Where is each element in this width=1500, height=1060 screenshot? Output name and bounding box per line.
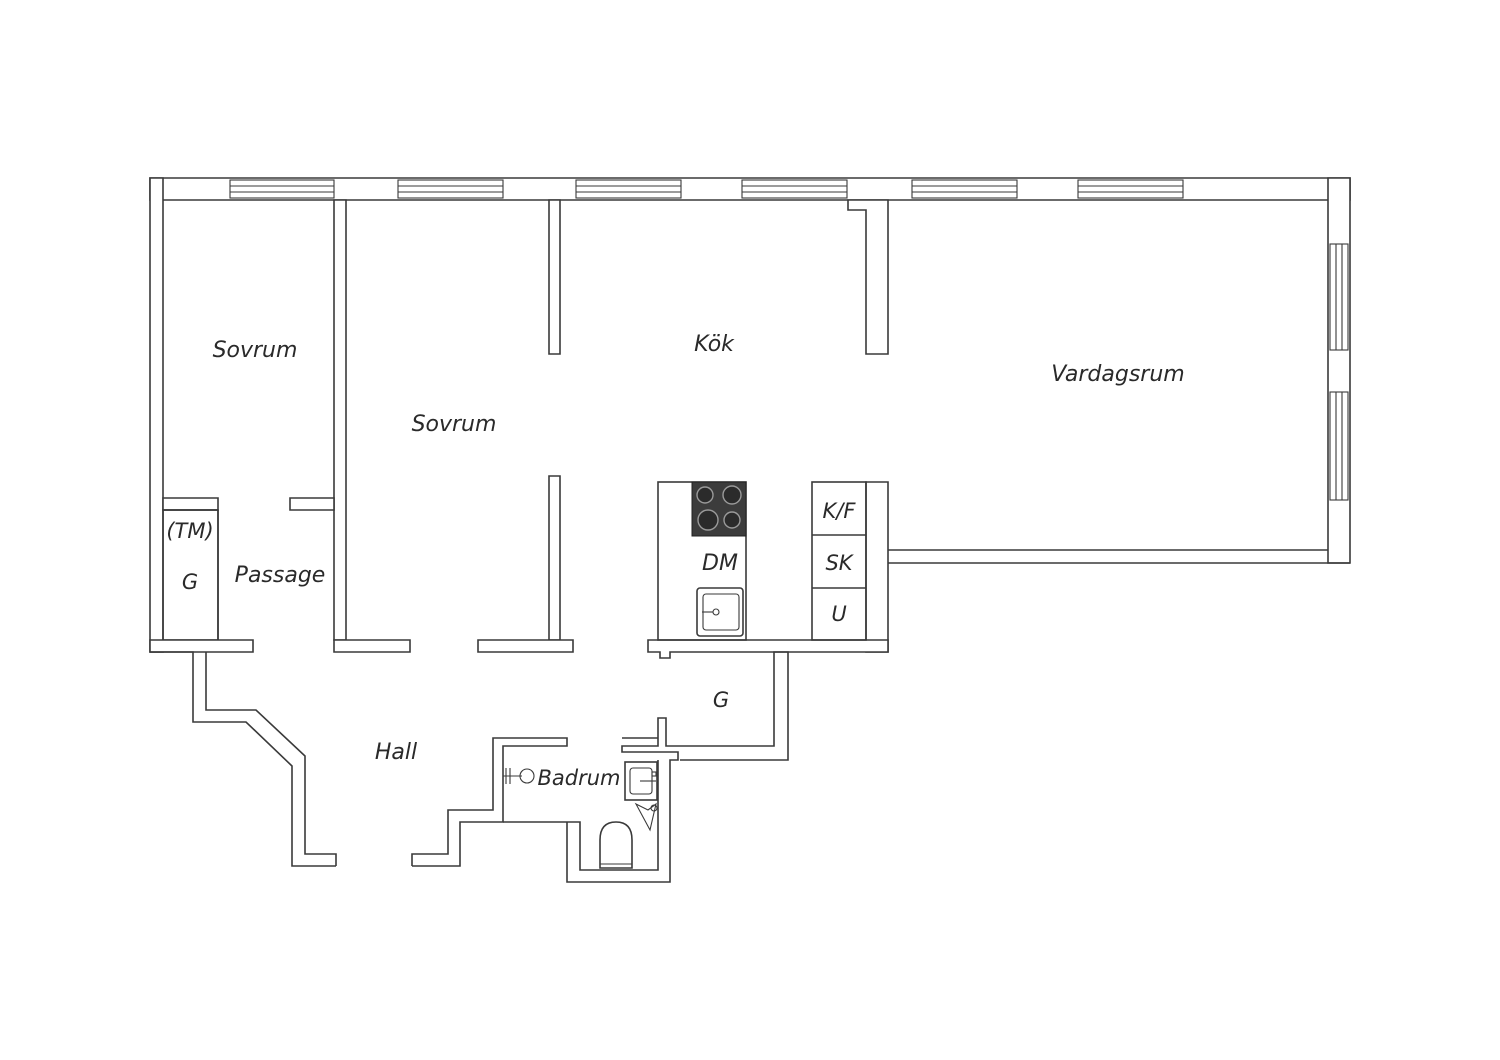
bathroom-fittings (503, 761, 658, 869)
room-label-hall: Hall (375, 740, 417, 765)
window-icon (911, 179, 1018, 199)
window-icon (397, 179, 504, 199)
room-label-sk: SK (825, 551, 854, 575)
room-label-sovrum-2: Sovrum (412, 412, 497, 437)
hall-walls (150, 651, 789, 883)
room-label-sovrum-1: Sovrum (213, 338, 298, 363)
room-label-kok: Kök (694, 332, 735, 357)
room-label-u: U (831, 602, 846, 626)
sink-icon (624, 761, 658, 801)
outer-walls (149, 177, 1351, 653)
room-label-badrum: Badrum (537, 766, 620, 790)
sink-icon (696, 587, 744, 637)
window-icon (575, 179, 682, 199)
room-label-dm: DM (702, 551, 738, 576)
room-label-passage: Passage (235, 563, 326, 588)
window-icon (229, 179, 335, 199)
window-icon (741, 179, 848, 199)
room-label-kf: K/F (823, 499, 857, 523)
drain-icon (634, 802, 658, 832)
stove-icon (691, 481, 747, 537)
shower-icon (503, 768, 535, 784)
room-label-tm: (TM) (166, 519, 213, 543)
windows (229, 179, 1349, 501)
window-icon (1329, 243, 1349, 351)
toilet-icon (599, 821, 633, 869)
window-icon (1077, 179, 1184, 199)
kitchen-fittings (657, 481, 867, 641)
room-label-vardagsrum: Vardagsrum (1051, 362, 1184, 387)
room-labels: Sovrum Sovrum Kök Vardagsrum Passage (TM… (166, 332, 1184, 790)
window-icon (1329, 391, 1349, 501)
interior-walls (149, 199, 889, 659)
room-label-garderob-2: G (713, 688, 729, 712)
room-label-garderob-1: G (182, 570, 198, 594)
